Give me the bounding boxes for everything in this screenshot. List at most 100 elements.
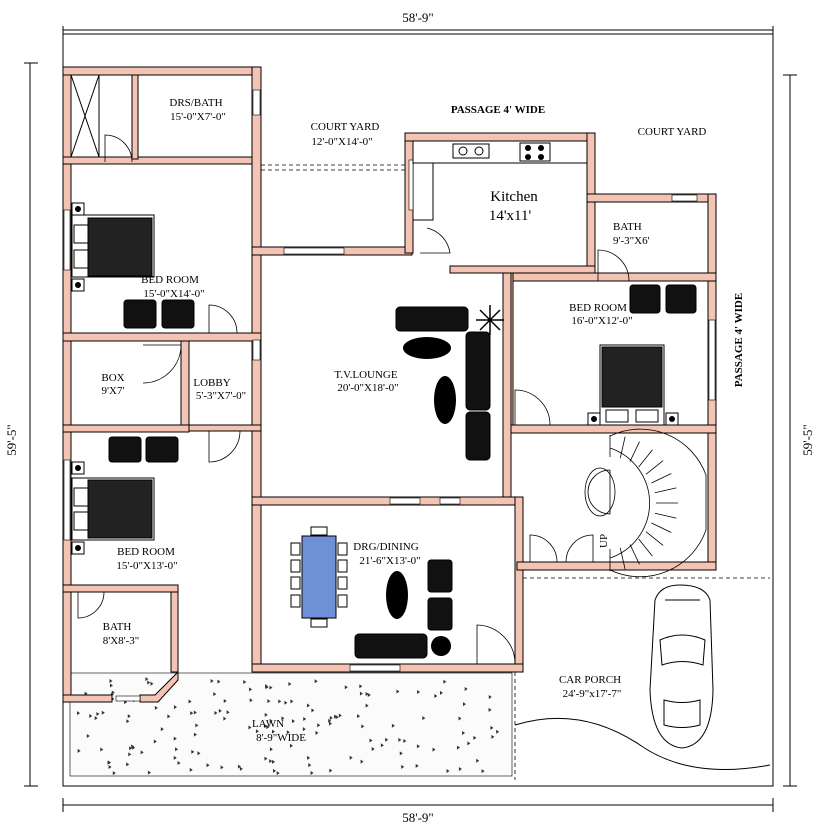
lawn-hatch-mark [476,758,480,763]
bed-left-bottom [71,461,155,555]
lawn-hatch-mark [112,771,116,776]
lawn-hatch-mark [243,680,247,685]
drs-bath-size: 15'-0"X7'-0" [170,111,226,123]
lawn-hatch-mark [272,759,276,764]
lawn-hatch-mark [77,711,81,716]
lawn-hatch-mark [131,744,135,749]
lawn-hatch-mark [189,767,193,772]
lawn-hatch-mark [272,729,276,734]
lawn-hatch-mark [264,712,268,717]
drs-bath-name: DRS/BATH [169,97,222,109]
lawn-hatch-mark [303,717,307,722]
lawn-hatch-mark [210,679,214,684]
chairs [108,284,697,463]
lawn-hatch-mark [439,690,443,695]
lawn-hatch-mark [349,755,353,760]
lawn-hatch-mark [269,718,273,723]
lawn-hatch-mark [371,747,375,752]
court-yard-1-size: 12'-0"X14'-0" [311,136,372,148]
lawn-hatch-mark [399,751,403,756]
lawn-name: LAWN [252,718,284,730]
lawn-hatch-mark [153,739,157,744]
box-size: 9'X7' [102,385,125,397]
lawn-hatch-mark [290,699,294,704]
lawn-hatch-mark [255,729,259,734]
lawn-hatch-mark [173,755,177,760]
lawn-hatch-mark [398,737,402,742]
lawn-hatch-mark [220,765,224,770]
lawn-hatch-mark [190,711,194,716]
lawn-hatch-mark [264,724,268,729]
staircase [584,428,707,578]
bed-right [587,344,679,426]
lawn-hatch-mark [380,743,384,748]
stair-tread [651,522,672,533]
lawn-hatch-mark [269,759,273,764]
lawn-hatch-mark [306,703,310,708]
lawn-hatch-mark [108,764,112,769]
lawn-hatch-mark [443,679,447,684]
bed-room-2-name: BED ROOM [117,546,175,558]
lawn-hatch-mark [396,689,400,694]
doors [77,134,630,665]
lawn-hatch-mark [302,727,306,732]
lawn-hatch-mark [415,763,419,768]
lawn-hatch-mark [248,725,252,730]
lawn-hatch-mark [365,703,369,708]
lawn-hatch-mark [434,693,438,698]
lawn-hatch-mark [100,747,104,752]
stair-tread [619,547,626,570]
lawn-hatch-mark [360,759,364,764]
stair-tread [629,544,640,565]
lawn-hatch-mark [462,730,466,735]
bath-left-size: 8'X8'-3" [103,635,140,647]
court-yard-1-name: COURT YARD [311,121,380,133]
lawn-hatch-mark [401,764,405,769]
lawn-hatch-mark [403,739,407,744]
lawn-hatch-mark [344,685,348,690]
lawn-hatch-mark [329,768,333,773]
lawn-hatch-mark [173,705,177,710]
lawn-hatch-mark [249,698,253,703]
bath-right-size: 9'-3"X6' [613,235,650,247]
lawn-hatch-mark [278,699,282,704]
lawn-hatch-mark [129,746,133,751]
box-name: BOX [101,372,124,384]
lawn-hatch-mark [239,766,243,771]
lawn-hatch-mark [191,749,195,754]
lawn-hatch-mark [89,713,93,718]
bath-left-name: BATH [103,621,132,633]
lawn-hatch-mark [175,747,179,752]
drg-dining-name: DRG/DINING [353,541,418,553]
bed-room-2-size: 15'-0"X13'-0" [116,560,177,572]
lounge-furniture [395,305,504,461]
kitchen-name: Kitchen [490,189,538,205]
lawn-hatch-mark [281,716,285,721]
kitchen-counter [412,140,588,221]
passage-right-name: PASSAGE 4' WIDE [733,293,745,387]
lawn-hatch-mark [177,760,181,765]
lobby-name: LOBBY [193,377,230,389]
lawn-hatch-mark [264,756,268,761]
lawn-hatch-mark [101,710,105,715]
lawn-hatch-mark [140,750,144,755]
lawn-hatch-mark [195,723,199,728]
lawn-hatch-mark [432,747,436,752]
bed-room-right-name: BED ROOM [569,302,627,314]
lawn-hatch-mark [167,714,171,719]
lawn-hatch-mark [473,735,477,740]
kitchen-size: 14'x11' [489,208,532,224]
stair-up-label: UP [598,534,610,548]
lawn-hatch-mark [490,725,494,730]
dimension-bottom: 58'-9" [402,810,433,825]
lawn-hatch-mark [267,699,271,704]
lawn-hatch-mark [111,690,115,695]
lawn-hatch-mark [226,710,230,715]
lawn-hatch-mark [147,680,151,685]
lawn-hatch-mark [422,716,426,721]
tv-lounge-size: 20'-0"X18'-0" [337,382,398,394]
lobby-size: 5'-3"X7'-0" [196,390,246,402]
lawn-hatch-mark [359,691,363,696]
car-porch-size: 24'-9"x17'-7" [563,688,622,700]
